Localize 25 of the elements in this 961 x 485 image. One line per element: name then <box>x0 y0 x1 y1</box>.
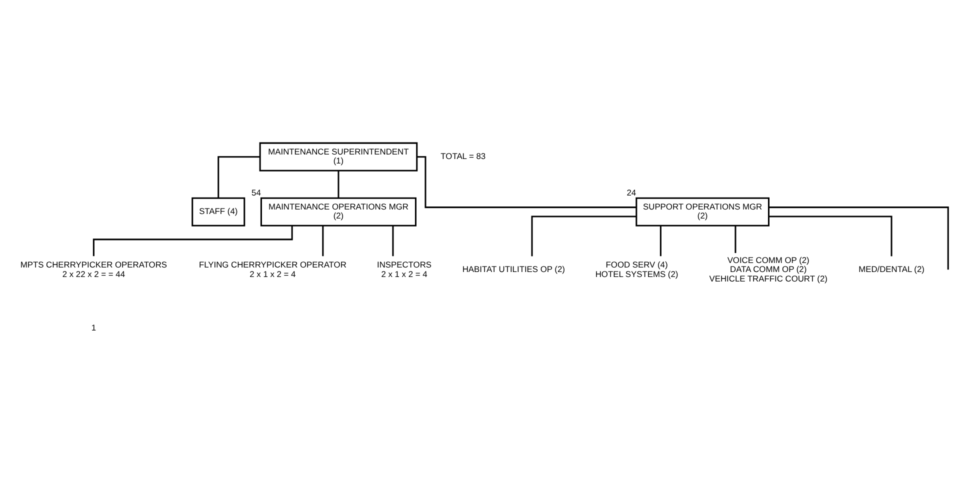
node-text: FLYING CHERRYPICKER OPERATOR 2 x 1 x 2 = 4 <box>198 260 346 279</box>
node-text: HABITAT UTILITIES OP (2) <box>462 264 565 274</box>
node-box: SUPPORT OPERATIONS MGR (2) <box>636 197 770 226</box>
node-box: MAINTENANCE SUPERINTENDENT (1) <box>259 142 418 172</box>
connector <box>768 216 892 256</box>
connector <box>417 156 636 208</box>
node-label: 54 <box>252 188 261 198</box>
connector <box>660 226 662 256</box>
node-box: MAINTENANCE OPERATIONS MGR (2) <box>260 197 416 226</box>
node-label: 24 <box>626 188 636 198</box>
connector <box>338 170 340 198</box>
node-box: STAFF (4) <box>192 197 246 226</box>
node-text: FOOD SERV (4) HOTEL SYSTEMS (2) <box>595 260 678 279</box>
label: TOTAL = 83 <box>440 150 486 161</box>
connector <box>392 226 394 256</box>
label: 1 <box>91 322 96 332</box>
node-text: MED/DENTAL (2) <box>858 264 924 274</box>
connector <box>218 156 260 198</box>
connector <box>734 226 736 254</box>
node-text: MPTS CHERRYPICKER OPERATORS 2 x 22 x 2 = = 44 <box>20 260 168 279</box>
connector <box>769 206 949 270</box>
node-text: VOICE COMM OP (2) DATA COMM OP (2) VEHICLE TRAFFIC COURT (2) <box>709 255 828 284</box>
connector <box>531 216 636 256</box>
node-text: INSPECTORS 2 x 1 x 2 = 4 <box>377 260 432 279</box>
connector <box>322 226 324 256</box>
